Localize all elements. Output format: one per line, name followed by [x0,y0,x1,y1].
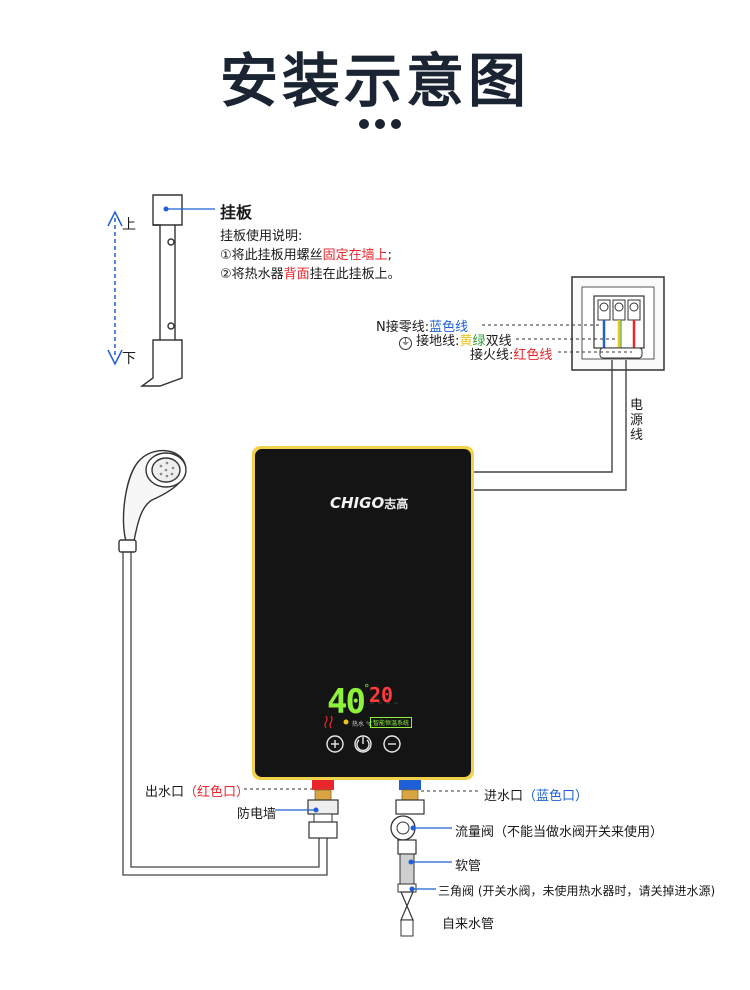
step-1-highlight: 固定在墙上 [322,248,388,263]
step-1-prefix: ①将此挂板用螺丝 [220,248,323,263]
neutral-prefix: N接零线: [376,320,430,335]
live-color: 红色线 [513,348,553,363]
tap-water-label: 自来水管 [442,917,495,932]
shower-hose [122,552,328,876]
outlet-color: （红色口） [184,785,250,800]
neutral-color: 蓝色线 [429,320,469,335]
anti-shock-label: 防电墙 [237,807,277,822]
outlet-fitting [307,780,339,839]
wire-leaders [482,324,632,353]
bracket-label: 挂板 [220,203,253,222]
bracket-step-2: ②将热水器背面挂在此挂板上。 [220,263,401,282]
direction-up-label: 上 [122,217,136,233]
bracket-step-1: ①将此挂板用螺丝固定在墙上; [220,244,392,263]
page-title: 安装示意图 [219,47,530,115]
ground-icon: ⏚ [399,337,412,350]
ground-color-green: 绿 [472,334,486,349]
outlet-label: 出水口（红色口） [145,781,249,800]
inlet-label: 进水口（蓝色口） [484,785,588,804]
inlet-prefix: 进水口 [484,789,524,804]
main-temperature: 40 [327,682,366,722]
ground-suffix: 双线 [485,334,512,349]
display-tiny-label: 热水 ℃ [352,721,373,728]
step-1-suffix: ; [387,248,393,263]
mode-tag: 智能恒温系统 [370,717,413,728]
temperature-unit: ° [363,682,370,695]
up-down-arrow-icon [107,210,123,366]
ground-color-yellow: 黄 [459,334,473,349]
ground-prefix: 接地线: [416,334,460,349]
inlet-fitting [390,780,425,937]
flow-valve-label: 流量阀（不能当做水阀开关来使用） [455,825,664,840]
temperature-display: 40° [327,682,369,722]
step-2-suffix: 挂在此挂板上。 [309,267,401,282]
dot-icon [359,119,369,129]
secondary-temperature: 20 [369,683,394,707]
junction-box [571,276,665,371]
hose-label: 软管 [455,859,482,874]
neutral-wire-label: N接零线:蓝色线 [376,316,468,335]
outlet-prefix: 出水口 [145,785,185,800]
control-buttons [326,735,401,753]
bracket-instructions-title: 挂板使用说明: [220,229,303,244]
step-2-highlight: 背面 [283,267,310,282]
brand-logo: CHIGO志高 [330,493,408,512]
power-cord [474,360,627,491]
power-cord-label: 电源线 [630,398,644,443]
inlet-color: （蓝色口） [523,789,589,804]
dot-icon [391,119,401,129]
step-2-prefix: ②将热水器 [220,267,284,282]
title-decoration [356,114,404,133]
water-heater [252,446,474,780]
live-prefix: 接火线: [470,348,514,363]
mounting-bracket [139,194,183,387]
live-wire-label: 接火线:红色线 [470,344,552,363]
brand-name-cn: 志高 [384,497,409,511]
brand-name: CHIGO [330,494,385,512]
direction-down-label: 下 [122,351,136,367]
ground-wire-label: ⏚ 接地线:黄绿双线 [399,330,512,350]
angle-valve-label: 三角阀 (开关水阀，未使用热水器时，请关掉进水源) [438,884,716,898]
sun-icon [343,719,349,725]
dot-icon [375,119,385,129]
steam-icon [324,715,333,729]
showerhead [118,449,187,553]
